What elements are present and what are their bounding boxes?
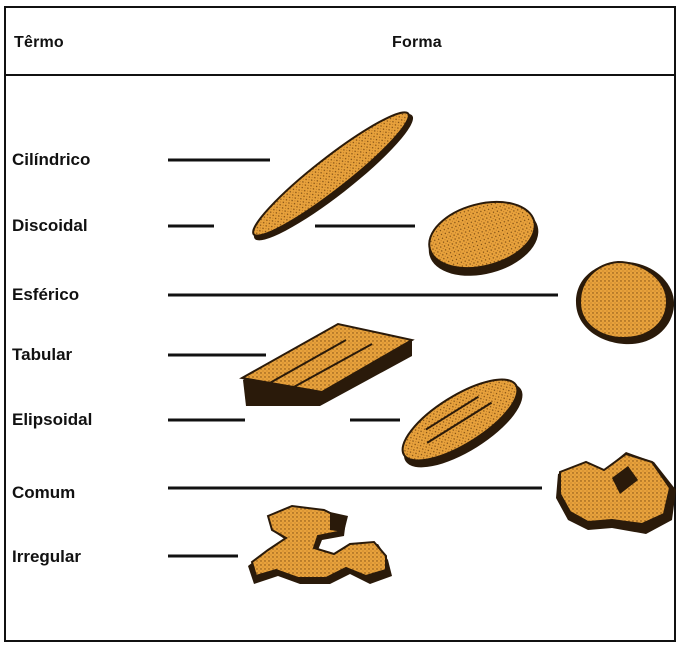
discoidal-grain-icon [420,191,546,288]
cylindrical-grain-icon [242,100,423,253]
tabular-grain-icon [242,324,412,406]
irregular-grain-icon [248,506,392,584]
spherical-grain-icon [576,262,674,344]
ellipsoidal-grain-icon [390,364,535,484]
common-grain-icon [556,452,676,534]
